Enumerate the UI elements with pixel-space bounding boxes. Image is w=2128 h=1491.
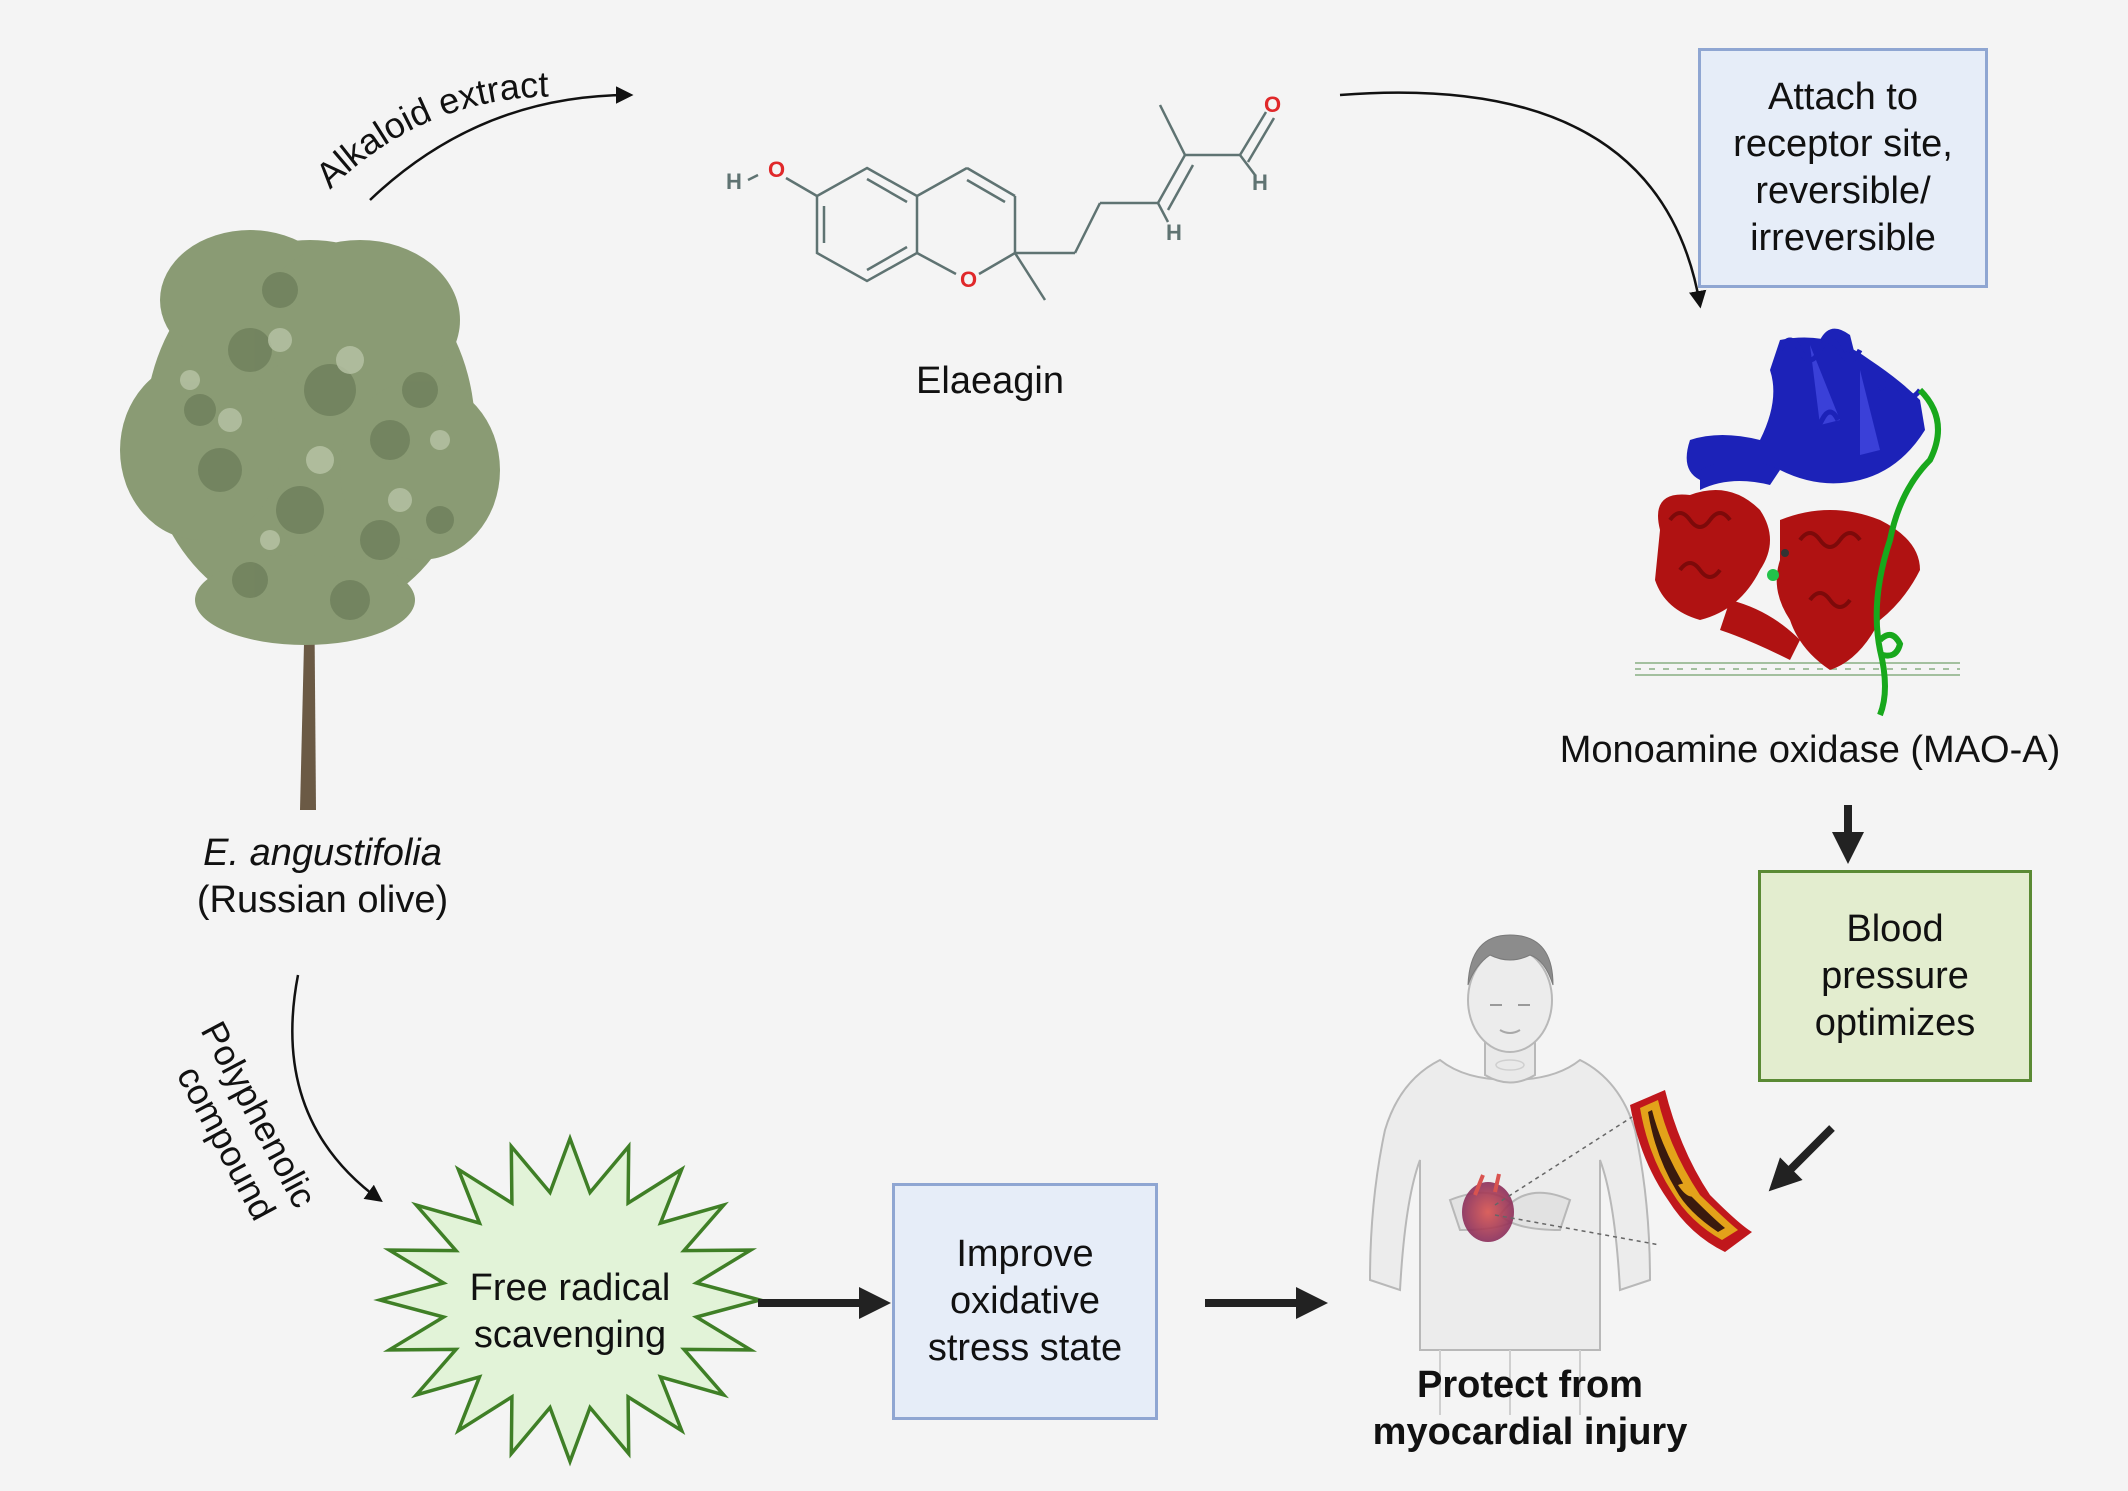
- alkaloid-extract-label: Alkaloid extract: [307, 64, 549, 196]
- elaeagin-atom-labels: O H O O H H: [726, 92, 1281, 292]
- free-radical-starburst: [373, 1133, 767, 1467]
- scavenging-label: Free radical scavenging: [469, 1267, 671, 1356]
- polyphenolic-label: Polyphenolic compound: [169, 1015, 325, 1227]
- binding-arrow: [1339, 91, 1707, 309]
- elaeagin-structure: [747, 104, 1276, 301]
- compound-name-label: Elaeagin: [916, 360, 1064, 402]
- aldehyde-oxygen: O: [1264, 92, 1281, 117]
- polyphenolic-arrow: [291, 974, 383, 1203]
- alkaloid-arrow: [369, 86, 634, 201]
- attach-receptor-box: Attach to receptor site, reversible/ irr…: [1698, 48, 1988, 288]
- outcome-label: Protect from myocardial injury: [1372, 1364, 1688, 1453]
- improve-oxidative-box: Improve oxidative stress state: [892, 1183, 1158, 1420]
- ring-oxygen: O: [960, 267, 977, 292]
- vinyl-hydrogen: H: [1166, 220, 1182, 245]
- hydroxyl-hydrogen: H: [726, 169, 742, 194]
- mao-a-protein-icon: [1635, 328, 1960, 717]
- enzyme-name-label: Monoamine oxidase (MAO-A): [1559, 729, 2061, 771]
- plant-scientific-name: E. angustifolia: [203, 832, 442, 874]
- aldehyde-hydrogen: H: [1252, 170, 1268, 195]
- blood-pressure-box: Blood pressure optimizes: [1758, 870, 2032, 1082]
- human-figure-icon: [1368, 934, 1661, 1415]
- russian-olive-tree-icon: [120, 230, 500, 810]
- plant-common-name: (Russian olive): [196, 879, 449, 921]
- hydroxyl-oxygen: O: [768, 157, 785, 182]
- plant-name-label: E. angustifolia (Russian olive): [150, 830, 495, 924]
- diagonal-arrow: [1768, 1125, 1835, 1192]
- artery-plaque-icon: [1630, 1090, 1752, 1252]
